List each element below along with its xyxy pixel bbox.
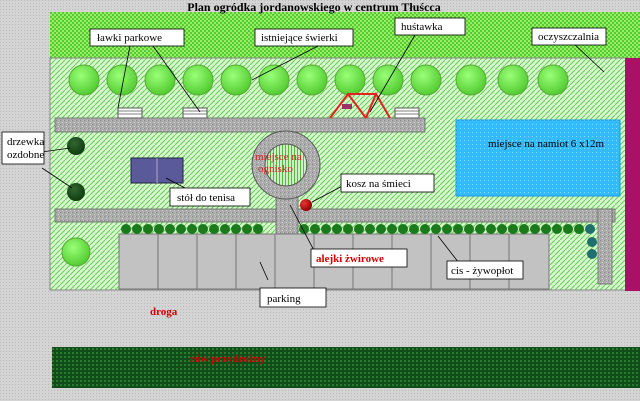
upper-gravel-path [54,117,426,133]
callout-swierki: istniejące świerki [254,28,354,47]
callout-lawki-text: ławki parkowe [97,32,162,44]
ditch-label: rów przydrożny [190,353,266,365]
callout-alejki: alejki żwirowe [310,248,408,268]
callout-cis-text: cis - żywopłot [451,265,513,277]
tent-area [455,119,621,197]
callout-hustawka-text: huśtawka [401,21,443,33]
callout-drzewka-line2: ozdobne [7,149,44,161]
callout-oczyszczalnia-text: oczyszczalnia [538,31,599,43]
existing-spruces [61,64,569,267]
lower-gravel-path [54,208,616,223]
callout-namiot: miejsce na namiot 6 x12m [488,138,605,150]
park-benches [117,107,420,119]
callout-cis: cis - żywopłot [446,260,524,280]
bottom-verge [0,389,640,401]
callout-parking-text: parking [267,293,301,305]
trash-bin [300,199,312,211]
right-gravel-path [597,208,613,285]
callout-ognisko: miejsce na ognisko [255,151,302,175]
callout-kosz: kosz na śmieci [340,173,435,193]
callout-stol: stół do tenisa [169,187,251,207]
callout-drzewka: drzewka ozdobne [1,131,45,165]
road-label: droga [150,306,178,318]
callout-namiot-text: miejsce na namiot 6 x12m [488,138,605,150]
boundary-fence [625,58,640,291]
callout-lawki: ławki parkowe [89,28,185,47]
callout-ognisko-line1: miejsce na [255,151,302,163]
callout-swierki-text: istniejące świerki [261,32,338,44]
callout-hustawka: huśtawka [394,17,466,36]
plan-title: Plan ogródka jordanowskiego w centrum Tł… [187,0,440,14]
ping-pong-table [130,157,184,184]
callout-stol-text: stół do tenisa [177,192,235,204]
bonfire-site [251,130,321,200]
callout-oczyszczalnia: oczyszczalnia [531,27,607,46]
callout-pointers [41,34,605,281]
callout-kosz-text: kosz na śmieci [346,178,411,190]
callout-ognisko-line2: ognisko [258,163,293,175]
callout-parking: parking [259,287,327,308]
swing [329,91,391,119]
callout-alejki-text: alejki żwirowe [316,253,384,265]
callout-drzewka-line1: drzewka [7,136,44,148]
yew-hedge [121,224,597,259]
roadside-ditch [52,347,640,388]
